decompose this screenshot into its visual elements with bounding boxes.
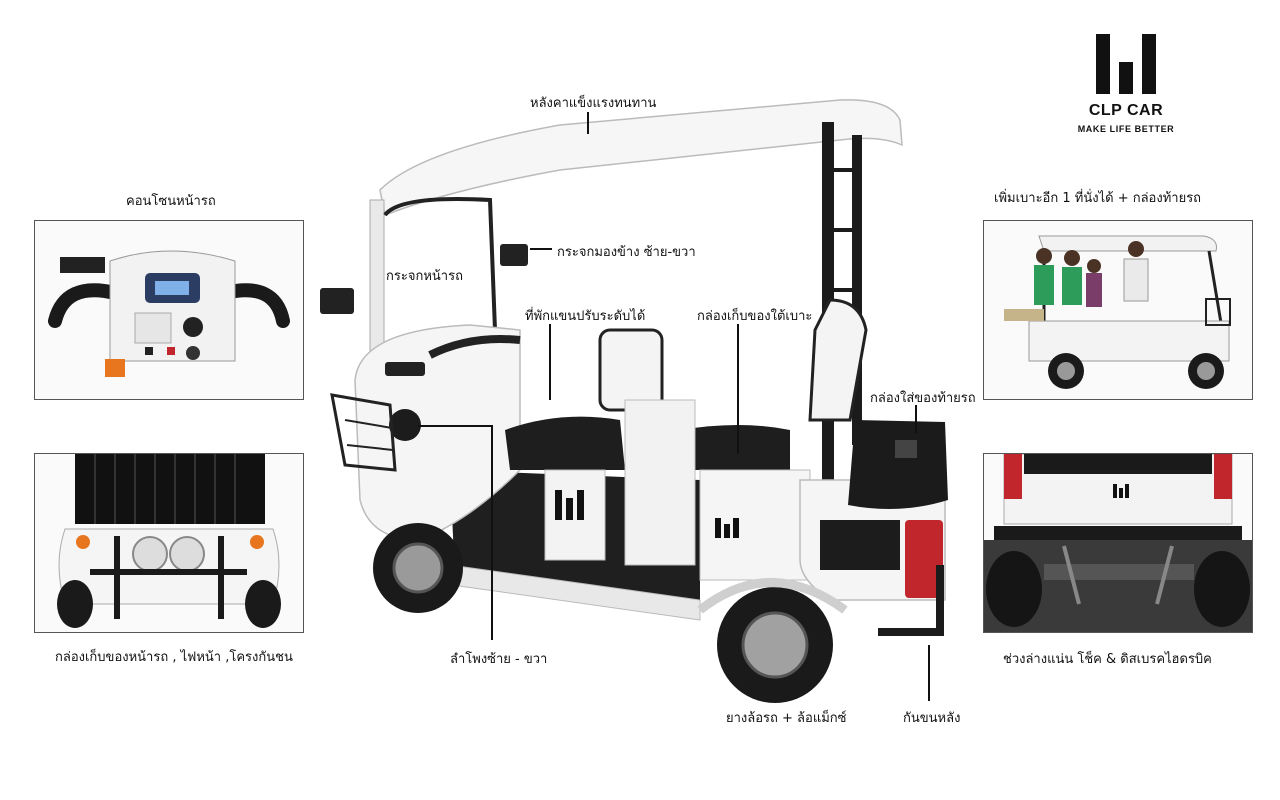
leader-bumper [928, 645, 930, 701]
label-extra-seat: เพิ่มเบาะอีก 1 ที่นั่งได้ + กล่องท้ายรถ [994, 191, 1202, 206]
brand-tagline: MAKE LIFE BETTER [1077, 124, 1175, 134]
label-rear-box: กล่องใส่ของท้ายรถ [870, 391, 976, 406]
leader-rear-box [915, 405, 917, 433]
label-armrest: ที่พักแขนปรับระดับได้ [525, 309, 646, 324]
leader-roof [587, 112, 589, 134]
front-illustration [57, 454, 281, 628]
front-photo [34, 453, 304, 633]
label-side-mirror: กระจกมองข้าง ซ้าย-ขวา [557, 245, 696, 260]
label-tires: ยางล้อรถ + ล้อแม็กซ์ [726, 711, 847, 726]
leader-speaker-v [491, 425, 493, 640]
leader-speaker-h [418, 425, 492, 427]
leader-under-seat [737, 324, 739, 454]
label-roof: หลังคาแข็งแรงทนทาน [530, 96, 657, 111]
extra-seat-illustration [1004, 235, 1231, 389]
label-underside: ช่วงล่างแน่น โช็ค & ดิสเบรคไฮดรบิค [1003, 652, 1212, 667]
extra-seat-photo [983, 220, 1253, 400]
label-rear-bumper: กันขนหลัง [903, 711, 961, 726]
label-windshield: กระจกหน้ารถ [386, 269, 463, 284]
console-illustration [48, 250, 290, 377]
clp-logo-icon [1096, 34, 1156, 94]
label-speakers: ลำโพงซ้าย - ขวา [450, 652, 548, 667]
leader-armrest [549, 324, 551, 400]
leader-mirror [530, 248, 552, 250]
brand-name: CLP CAR [1088, 102, 1164, 119]
label-front-box: กล่องเก็บของหน้ารถ , ไฟหน้า ,โครงกันชน [55, 650, 293, 665]
underside-photo [983, 453, 1253, 633]
underside-illustration [984, 454, 1252, 632]
console-photo [34, 220, 304, 400]
label-console: คอนโซนหน้ารถ [126, 194, 216, 209]
label-under-seat-box: กล่องเก็บของใต้เบาะ [697, 309, 813, 324]
brand-block: CLP CAR MAKE LIFE BETTER [1070, 34, 1182, 134]
